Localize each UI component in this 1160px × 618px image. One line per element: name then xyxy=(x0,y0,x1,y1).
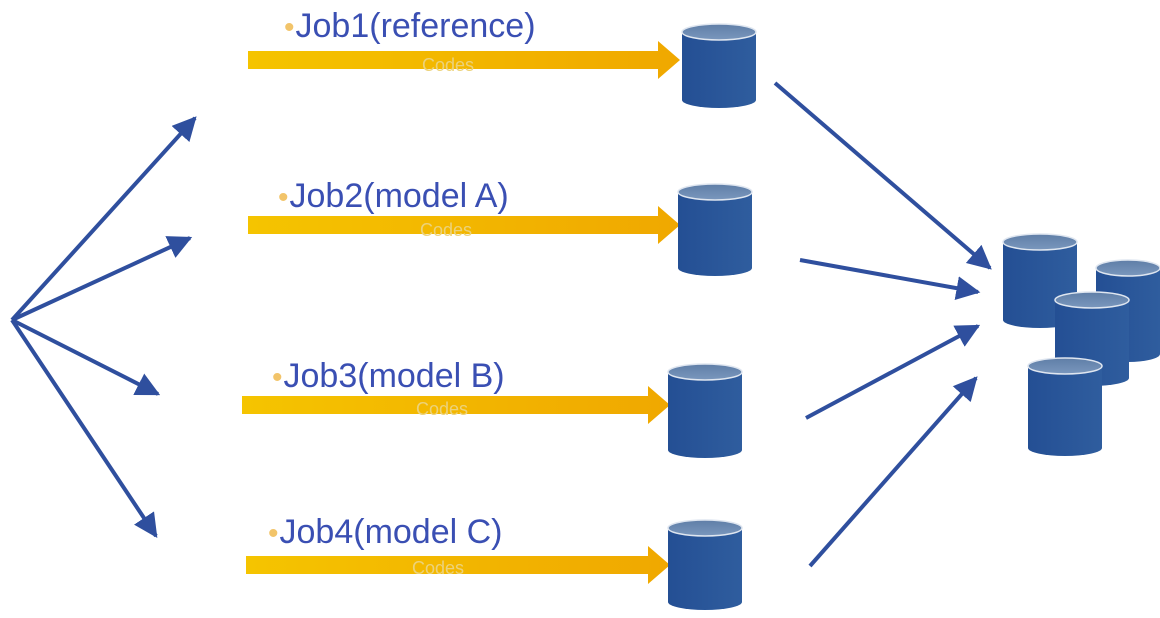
job3-codes-label: Codes xyxy=(416,399,469,419)
connector-arrow-icon xyxy=(799,258,981,300)
job4-title: •Job4(model C) xyxy=(268,514,503,552)
database-cylinder-icon xyxy=(681,23,757,108)
database-cylinder-icon xyxy=(667,519,743,610)
job3-label: Job3(model B) xyxy=(283,357,505,395)
fan-out-connectors xyxy=(10,116,197,538)
merge-connectors xyxy=(773,81,992,568)
database-cylinder-icon xyxy=(1027,357,1103,456)
connector-arrow-icon xyxy=(10,116,197,322)
job4-label: Job4(model C) xyxy=(279,513,503,551)
connector-arrow-icon xyxy=(10,318,158,538)
connector-arrow-icon xyxy=(808,376,978,568)
job2-codes-label: Codes xyxy=(420,220,473,240)
bullet-icon: • xyxy=(284,11,295,44)
bullet-icon: • xyxy=(278,181,289,214)
yellow-flow-arrow-icon xyxy=(248,206,680,244)
connector-arrow-icon xyxy=(11,236,193,322)
connector-arrow-icon xyxy=(805,324,981,420)
yellow-flow-arrow-icon xyxy=(248,41,680,79)
database-cylinder-icon xyxy=(667,363,743,458)
job4-codes-label: Codes xyxy=(412,558,465,578)
connector-arrow-icon xyxy=(11,318,161,396)
job3-title: •Job3(model B) xyxy=(272,358,505,396)
database-cylinder-icon xyxy=(677,183,753,276)
bullet-icon: • xyxy=(272,361,283,394)
job-databases xyxy=(667,23,757,610)
database-cluster-icon xyxy=(1002,233,1160,456)
job2-label: Job2(model A) xyxy=(289,177,509,215)
job1-label: Job1(reference) xyxy=(295,7,536,45)
yellow-flow-arrow-icon xyxy=(246,546,670,584)
connector-arrow-icon xyxy=(773,81,992,270)
job2-title: •Job2(model A) xyxy=(278,178,509,216)
bullet-icon: • xyxy=(268,517,279,550)
job1-codes-label: Codes xyxy=(422,55,475,75)
yellow-flow-arrow-icon xyxy=(242,386,670,424)
job-flow-arrows xyxy=(242,41,680,584)
job1-title: •Job1(reference) xyxy=(284,8,536,46)
